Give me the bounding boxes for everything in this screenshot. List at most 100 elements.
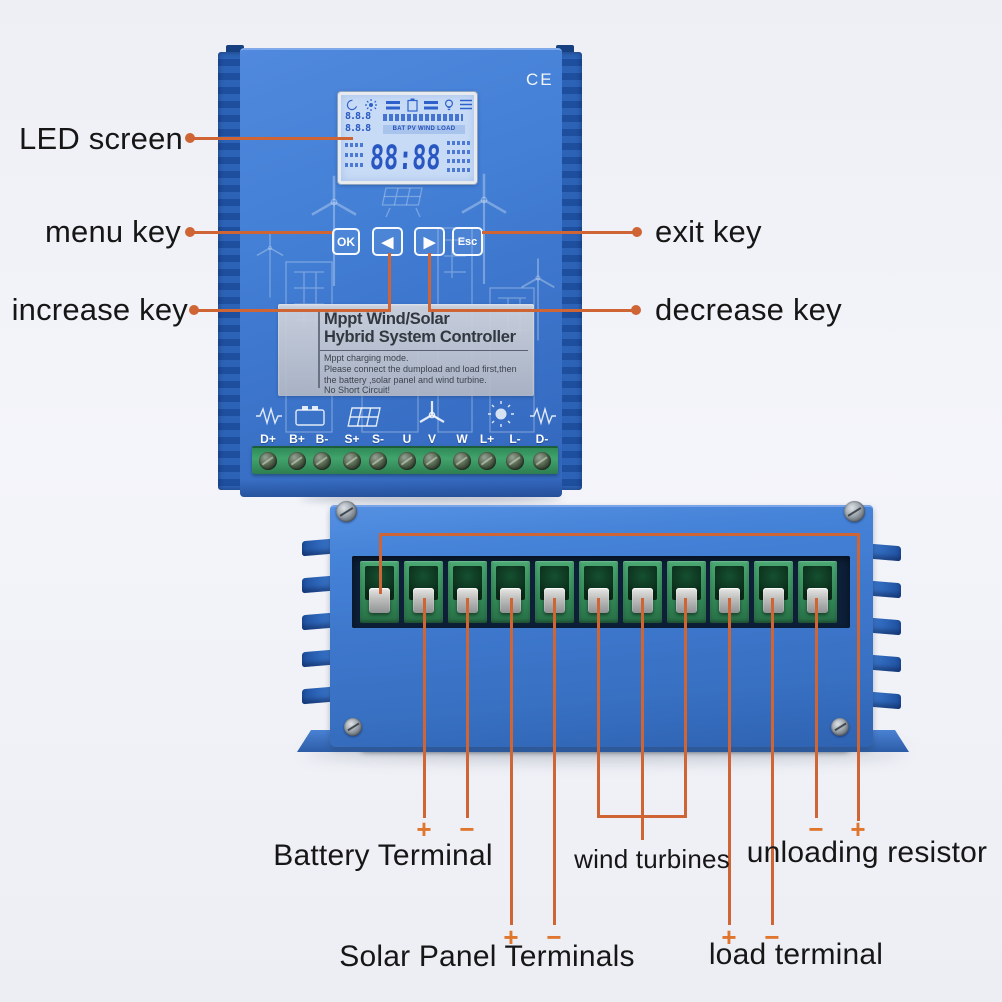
resistor-icon <box>256 406 282 426</box>
esc-button: Esc <box>452 227 483 256</box>
heatsink-fin <box>871 654 901 673</box>
case-screw <box>336 501 357 522</box>
annotation-bracket-wind <box>597 815 687 818</box>
plate-note-line: Please connect the dumpload and load fir… <box>324 364 517 375</box>
ce-mark: CE <box>526 70 554 89</box>
battery-icon <box>295 406 325 426</box>
heatsink-fin <box>871 580 901 599</box>
terminal-label: S+ <box>344 432 360 446</box>
lcd-status-icons <box>346 98 472 112</box>
terminal-screw <box>288 452 306 470</box>
annotation-line-decrease-key <box>429 309 640 312</box>
lcd-side-segment <box>447 159 471 163</box>
annotation-line-led-screen <box>190 137 353 140</box>
lcd-small-value-2: 8.8.8 <box>345 123 371 134</box>
plate-title-line2: Hybrid System Controller <box>324 328 516 347</box>
terminal-screw <box>398 452 416 470</box>
label-wind-turbines: wind turbines <box>574 844 730 874</box>
label-increase-key: increase key <box>11 292 188 327</box>
plate-note-line: No Short Circuit! <box>324 385 391 396</box>
left-triangle-icon: ◀ <box>381 233 394 251</box>
terminal-label: U <box>402 432 412 446</box>
lcd-side-segment <box>447 168 471 172</box>
bulb-icon <box>488 401 514 427</box>
label-decrease-key: decrease key <box>655 292 842 327</box>
terminal-cell <box>754 561 794 623</box>
terminal-clamp <box>369 588 390 613</box>
heatsink-fin <box>302 649 332 668</box>
annotation-line-dump-positive <box>857 533 860 821</box>
mounting-ear-right <box>556 45 574 55</box>
terminal-screw <box>343 452 361 470</box>
ok-button: OK <box>332 228 360 255</box>
annotation-line-dump-positive <box>379 536 382 594</box>
terminal-cell <box>579 561 618 623</box>
label-led-screen: LED screen <box>19 121 183 156</box>
label-unloading-resistor: unloading resistor <box>746 836 988 869</box>
terminal-label: L- <box>509 432 521 446</box>
terminal-screw <box>533 452 551 470</box>
esc-button-label: Esc <box>457 235 478 248</box>
load-minus-marker: − <box>764 922 780 952</box>
heatsink-fin <box>871 617 901 636</box>
annotation-dot <box>185 227 195 237</box>
lcd-text-band <box>383 114 463 121</box>
annotation-line-increase-key <box>190 309 391 312</box>
lcd-side-segment <box>345 153 365 157</box>
annotation-line-decrease-key <box>428 253 431 312</box>
terminal-label: D+ <box>260 432 276 446</box>
terminal-screw <box>369 452 387 470</box>
load-plus-marker: + <box>721 922 737 952</box>
sun-icon <box>365 99 377 111</box>
plate-divider <box>320 349 528 352</box>
case-screw <box>831 718 849 736</box>
terminal-cell <box>622 561 662 623</box>
annotation-dot <box>185 133 195 143</box>
terminal-label: B+ <box>289 432 305 446</box>
annotation-line-wind-v <box>641 598 644 840</box>
solar-panel-icon <box>347 407 381 427</box>
plate-note-line: the battery ,solar panel and wind turbin… <box>324 374 487 385</box>
right-triangle-icon: ▶ <box>423 233 436 251</box>
terminal-block-front <box>252 446 558 474</box>
lcd-side-segment <box>447 150 471 154</box>
unloading-minus-marker: − <box>808 814 824 844</box>
annotation-dot <box>632 227 642 237</box>
terminal-screw <box>478 452 496 470</box>
case-screw <box>344 718 362 736</box>
terminal-screw <box>259 452 277 470</box>
lcd-side-segment <box>447 141 471 145</box>
mounting-ear-left <box>226 45 244 55</box>
terminal-screw <box>506 452 524 470</box>
right-arrow-button: ▶ <box>414 227 445 256</box>
battery-bars-icon <box>386 101 400 110</box>
battery-minus-marker: − <box>459 814 475 844</box>
terminal-label: W <box>456 432 468 446</box>
annotation-line-wind-u <box>597 598 600 818</box>
annotation-line-load-positive <box>728 598 731 925</box>
terminal-cell <box>666 561 706 623</box>
terminal-screw <box>313 452 331 470</box>
solar-minus-marker: − <box>546 922 562 952</box>
plate-note-line: Mppt charging mode. <box>324 353 409 364</box>
terminal-label: S- <box>372 432 384 446</box>
annotation-line-increase-key <box>388 253 391 312</box>
terminal-cell <box>798 561 837 623</box>
terminal-function-icons <box>256 401 556 427</box>
annotation-line-battery-positive <box>423 598 426 818</box>
case-screw <box>844 501 865 522</box>
annotation-dot <box>631 305 641 315</box>
terminal-label: B- <box>315 432 329 446</box>
annotation-line-exit-key <box>482 231 640 234</box>
lcd-small-value-1: 8.8.8 <box>345 111 371 122</box>
tank-icon <box>407 98 418 112</box>
lcd-status-row: BAT PV WIND LOAD TEMP <box>383 125 465 134</box>
annotation-line-load-negative <box>771 598 774 925</box>
plate-title-line1: Mppt Wind/Solar <box>324 310 450 328</box>
heatsink-fin <box>302 612 332 631</box>
wind-turbine-icon <box>419 401 445 423</box>
annotation-line-solar-negative <box>553 598 556 925</box>
unloading-plus-marker: + <box>850 814 866 844</box>
label-plate: Mppt Wind/Solar Hybrid System Controller… <box>278 304 534 396</box>
label-battery-terminal: Battery Terminal <box>273 839 493 872</box>
